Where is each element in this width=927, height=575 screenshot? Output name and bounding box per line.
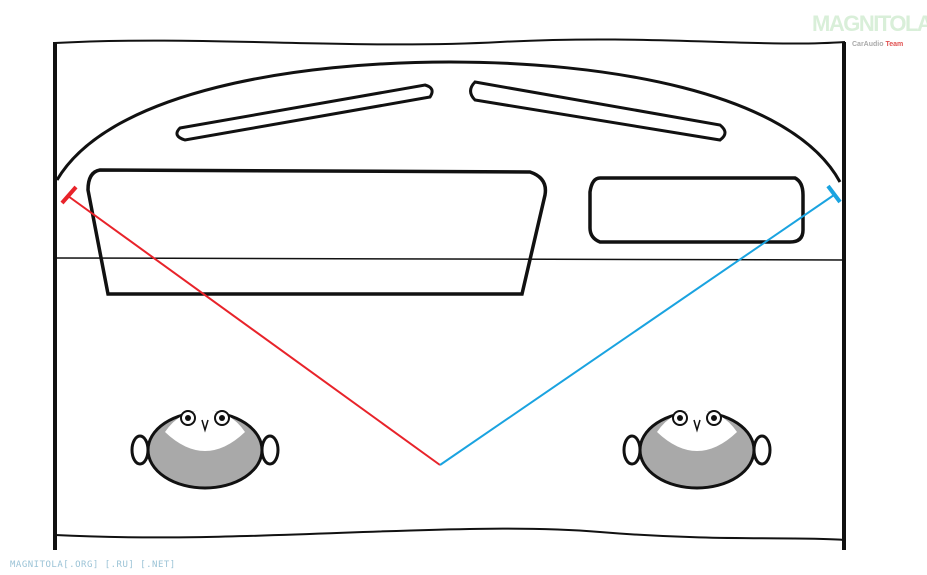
logo-tagline-caraudio: CarAudio: [852, 41, 884, 48]
right-panel: [588, 176, 805, 244]
right-vent: [469, 80, 727, 142]
dashboard-baseline: [54, 257, 845, 261]
magnitola-logo: MAGNITOLA CarAudio Team: [812, 11, 927, 54]
right-listener-head: [622, 410, 772, 490]
dashboard-arc: [55, 60, 842, 183]
left-vent: [175, 83, 434, 142]
right-speaker: [826, 184, 842, 204]
instrument-cluster: [86, 168, 548, 296]
cabin-top-edge: [54, 38, 846, 46]
cabin-bottom-edge: [54, 527, 846, 541]
logo-brand: MAGNITOLA: [812, 11, 927, 36]
left-speaker: [60, 185, 78, 205]
left-listener-head: [130, 410, 280, 490]
logo-tagline-team: Team: [885, 41, 904, 48]
left-sound-path: [67, 195, 441, 466]
logo-tagline: CarAudio Team: [852, 40, 903, 50]
right-sound-path: [439, 194, 835, 466]
footer-watermark: MAGNITOLA[.ORG] [.RU] [.NET]: [10, 560, 176, 570]
